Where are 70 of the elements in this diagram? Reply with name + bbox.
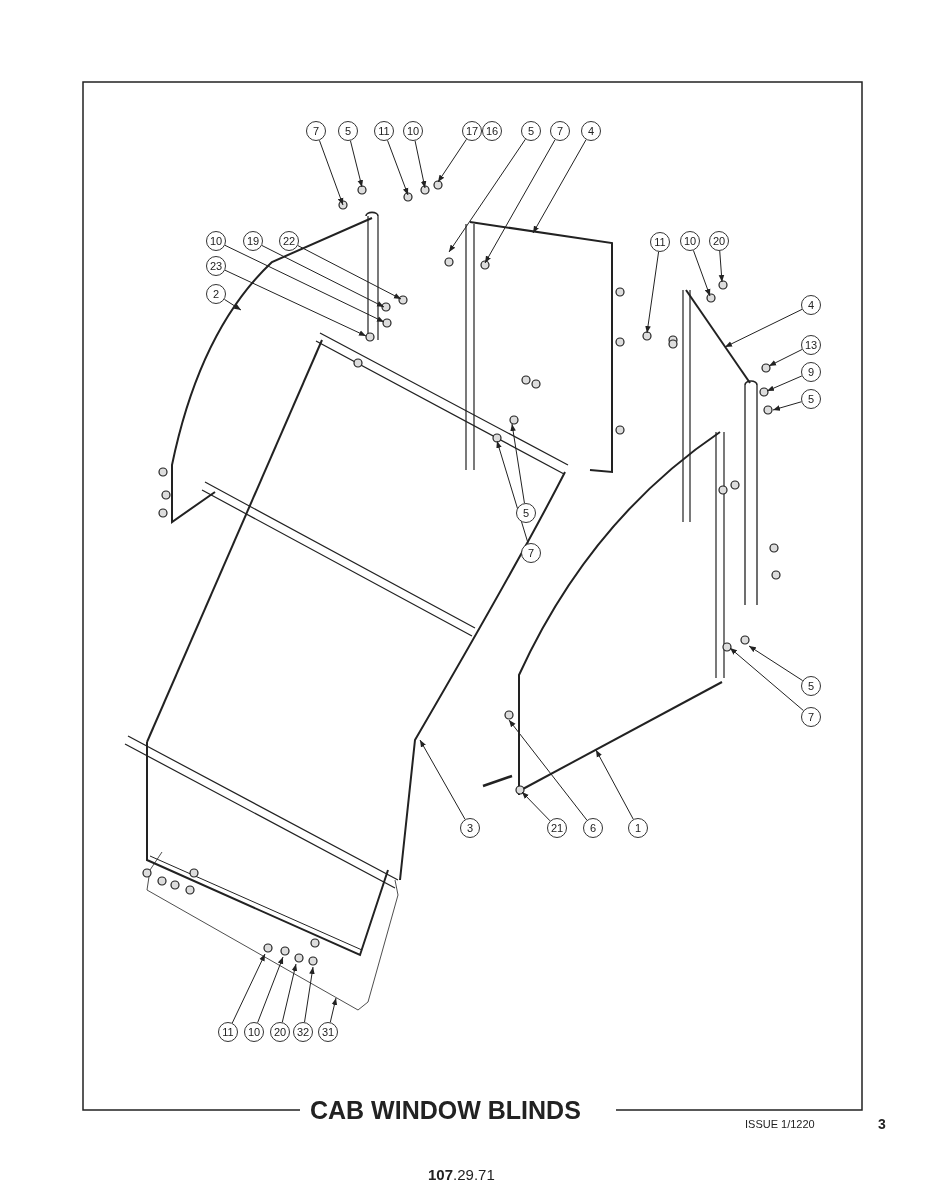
callout-number: 11 <box>650 232 670 252</box>
leader-line <box>521 791 551 822</box>
leader-line <box>772 401 802 411</box>
leader-line <box>484 139 556 264</box>
leader-line <box>768 348 803 367</box>
leader-line <box>261 245 385 308</box>
callout-number: 5 <box>521 121 541 141</box>
callout-number: 10 <box>244 1022 264 1042</box>
callout-number: 5 <box>516 503 536 523</box>
callout-number: 17 <box>462 121 482 141</box>
leader-line <box>224 244 385 323</box>
leader-line <box>748 645 804 682</box>
leader-line <box>766 375 803 392</box>
leader-line <box>414 140 427 189</box>
callout-number: 10 <box>403 121 423 141</box>
leader-line <box>224 269 367 337</box>
issue-date: ISSUE 1/1220 <box>745 1118 815 1130</box>
callout-number: 7 <box>521 543 541 563</box>
callout-number: 22 <box>279 231 299 251</box>
callout-number: 7 <box>550 121 570 141</box>
callout-number: 5 <box>801 676 821 696</box>
leader-line <box>510 423 525 504</box>
callout-number: 9 <box>801 362 821 382</box>
leader-line <box>223 298 242 311</box>
leader-line <box>595 749 634 820</box>
leader-line <box>281 963 298 1023</box>
leader-line <box>318 139 344 206</box>
leader-line <box>718 250 725 283</box>
leader-line <box>437 138 467 183</box>
leader-line <box>692 249 711 297</box>
leader-line <box>532 139 587 234</box>
leader-line <box>257 956 284 1024</box>
callout-number: 4 <box>581 121 601 141</box>
leader-line <box>349 140 363 188</box>
leader-line <box>329 997 338 1023</box>
leader-line <box>231 953 266 1024</box>
callout-number: 7 <box>801 707 821 727</box>
document-number: 107.29.71 <box>428 1166 495 1183</box>
leader-line <box>297 245 402 300</box>
callout-number: 21 <box>547 818 567 838</box>
leader-line <box>448 138 526 253</box>
callout-number: 1 <box>628 818 648 838</box>
callout-number: 11 <box>374 121 394 141</box>
callout-number: 32 <box>293 1022 313 1042</box>
leader-line <box>304 966 315 1023</box>
callout-number: 13 <box>801 335 821 355</box>
callout-number: 3 <box>460 818 480 838</box>
callout-number: 16 <box>482 121 502 141</box>
leader-line <box>645 251 660 334</box>
leader-line <box>724 308 803 348</box>
leader-line <box>419 739 466 820</box>
page-number: 3 <box>878 1116 886 1132</box>
callout-number: 23 <box>206 256 226 276</box>
callout-number: 10 <box>206 231 226 251</box>
callout-number: 5 <box>338 121 358 141</box>
callout-number: 10 <box>680 231 700 251</box>
callout-number: 19 <box>243 231 263 251</box>
callout-number: 7 <box>306 121 326 141</box>
callout-number: 11 <box>218 1022 238 1042</box>
callout-number: 20 <box>709 231 729 251</box>
leader-line <box>508 719 588 821</box>
callout-number: 6 <box>583 818 603 838</box>
leader-line <box>729 647 804 711</box>
callout-number: 20 <box>270 1022 290 1042</box>
callout-number: 31 <box>318 1022 338 1042</box>
callout-number: 5 <box>801 389 821 409</box>
leader-line <box>496 440 529 544</box>
callout-number: 2 <box>206 284 226 304</box>
callout-number: 4 <box>801 295 821 315</box>
leader-line <box>387 139 409 196</box>
